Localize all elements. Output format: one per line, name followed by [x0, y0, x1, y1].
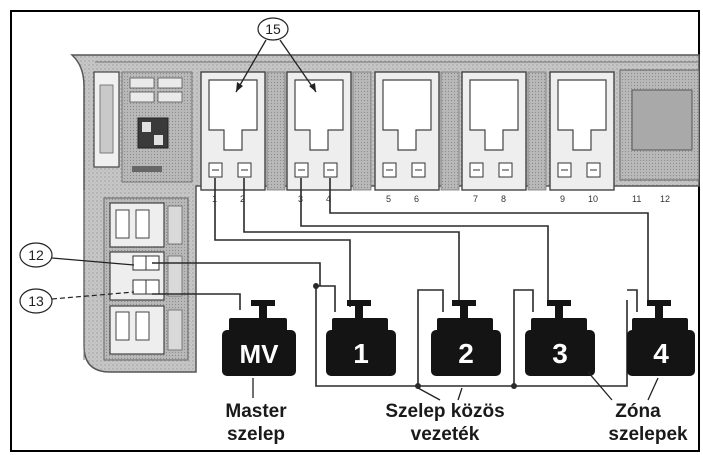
zone-valve-3: 3 — [525, 300, 595, 376]
led-indicator — [157, 91, 183, 103]
zone3-wire — [300, 178, 549, 305]
master-valve-label: MV — [240, 339, 280, 369]
terminal-block — [109, 202, 183, 248]
zone1-common-lead — [316, 285, 336, 312]
zone-caption-leader — [587, 371, 613, 401]
terminal-number: 5 — [386, 194, 391, 204]
terminal-number: 10 — [588, 194, 598, 204]
station-module-2 — [286, 71, 352, 191]
callout-13-label: 13 — [28, 293, 44, 309]
callout-12-label: 12 — [28, 247, 44, 263]
terminal-blocks — [103, 197, 189, 361]
station-modules — [200, 71, 615, 191]
terminal-number: 7 — [473, 194, 478, 204]
common-caption-leader — [417, 387, 441, 401]
zone2-common-lead — [417, 289, 444, 386]
power-module — [93, 71, 193, 183]
zone-valve-3-label: 3 — [552, 338, 568, 369]
led-indicator — [129, 91, 155, 103]
zone3-common-lead — [513, 289, 534, 386]
zone4-common-lead — [627, 289, 638, 312]
wire-junction — [511, 383, 517, 389]
terminal-number: 4 — [326, 194, 331, 204]
fuse — [99, 84, 114, 154]
callout-arrow — [279, 39, 317, 93]
terminal-number: 9 — [560, 194, 565, 204]
master-caption-line1: Master — [225, 401, 287, 422]
master-valve: MV — [222, 300, 296, 376]
zone-valve-2-label: 2 — [458, 338, 474, 369]
led-indicator — [157, 77, 183, 89]
connector — [132, 166, 162, 172]
common-wire — [152, 262, 321, 286]
common-caption-leader — [457, 387, 463, 401]
terminal-number: 2 — [240, 194, 245, 204]
zone-valve-1: 1 — [326, 300, 396, 376]
zone1-wire — [214, 178, 351, 307]
master-caption-line2: szelep — [227, 424, 285, 445]
terminal-number: 12 — [660, 194, 670, 204]
callout-12: 12 — [19, 242, 135, 268]
callout-15-label: 15 — [265, 21, 281, 37]
zone-valve-4-label: 4 — [653, 338, 669, 369]
callout-15: 15 — [235, 17, 317, 93]
common-caption-line1: Szelep közös — [385, 401, 504, 422]
led-indicator — [129, 77, 155, 89]
zone-valve-1-label: 1 — [353, 338, 369, 369]
terminal-number: 11 — [632, 194, 641, 204]
wire-junction — [313, 283, 319, 289]
common-caption-line2: vezeték — [411, 424, 480, 445]
zone-caption-line1: Zóna — [615, 401, 661, 422]
wire-junction — [415, 383, 421, 389]
callout-13: 13 — [19, 288, 135, 314]
callout-arrow — [235, 39, 267, 93]
terminal-block — [109, 305, 183, 355]
station-module-5 — [549, 71, 615, 191]
station-module-1 — [200, 71, 266, 191]
station-module-4 — [461, 71, 527, 191]
zone-caption-line2: szelepek — [608, 424, 688, 445]
station-module-3 — [374, 71, 440, 191]
terminal-number: 6 — [414, 194, 419, 204]
zone-caption-leader — [647, 377, 659, 401]
zone2-wire — [243, 178, 460, 305]
terminal-number: 8 — [501, 194, 506, 204]
zone-valve-4: 4 — [627, 300, 695, 376]
board-extension-block — [631, 89, 693, 151]
zone-valve-2: 2 — [431, 300, 501, 376]
master-wire — [152, 293, 241, 310]
zone4-wire — [329, 178, 649, 305]
terminal-block-common — [109, 251, 183, 301]
